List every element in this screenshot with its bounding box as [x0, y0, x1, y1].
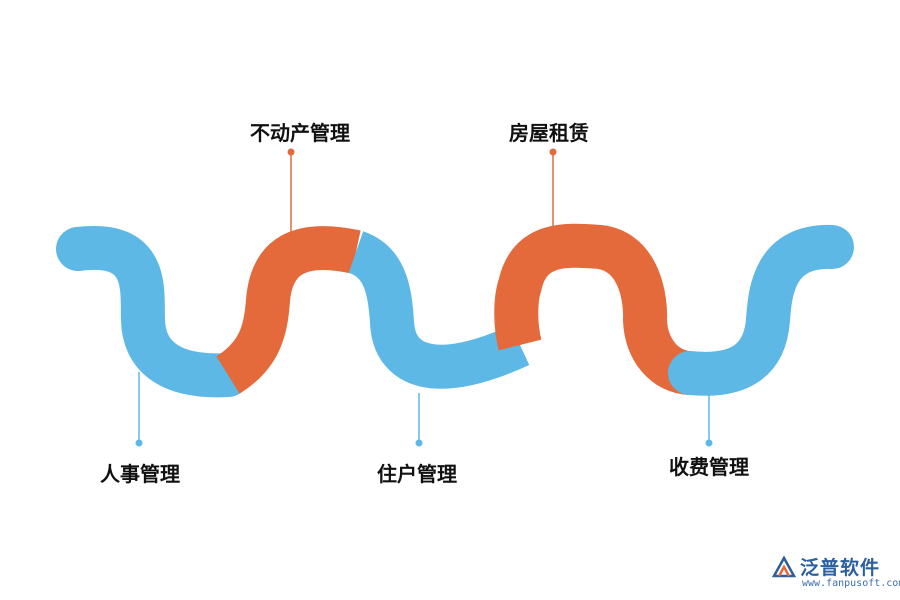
connector-dot-fees: [705, 439, 713, 447]
brand-name: 泛普软件: [800, 557, 881, 579]
label-hr: 人事管理: [100, 462, 180, 486]
connector-dot-rental: [549, 148, 557, 156]
connector-dot-real-estate: [287, 148, 295, 156]
brand-mark-icon: [771, 555, 797, 578]
wave-segment-real-estate: [215, 226, 361, 394]
label-fees: 收费管理: [669, 455, 749, 479]
wave-segment-residents: [347, 231, 530, 389]
connector-dot-hr: [135, 439, 143, 447]
label-rental: 房屋租赁: [509, 121, 589, 145]
wave-segment-rental: [494, 223, 693, 395]
connector-dot-residents: [415, 439, 423, 447]
wave-segment-fees: [668, 225, 854, 396]
brand-url: www.fanpusoft.com: [802, 578, 900, 589]
brand-logo: 泛普软件 www.fanpusoft.com: [770, 552, 900, 596]
label-residents: 住户管理: [377, 462, 457, 486]
label-real-estate: 不动产管理: [250, 121, 350, 145]
wave-segment-hr: [56, 225, 250, 398]
